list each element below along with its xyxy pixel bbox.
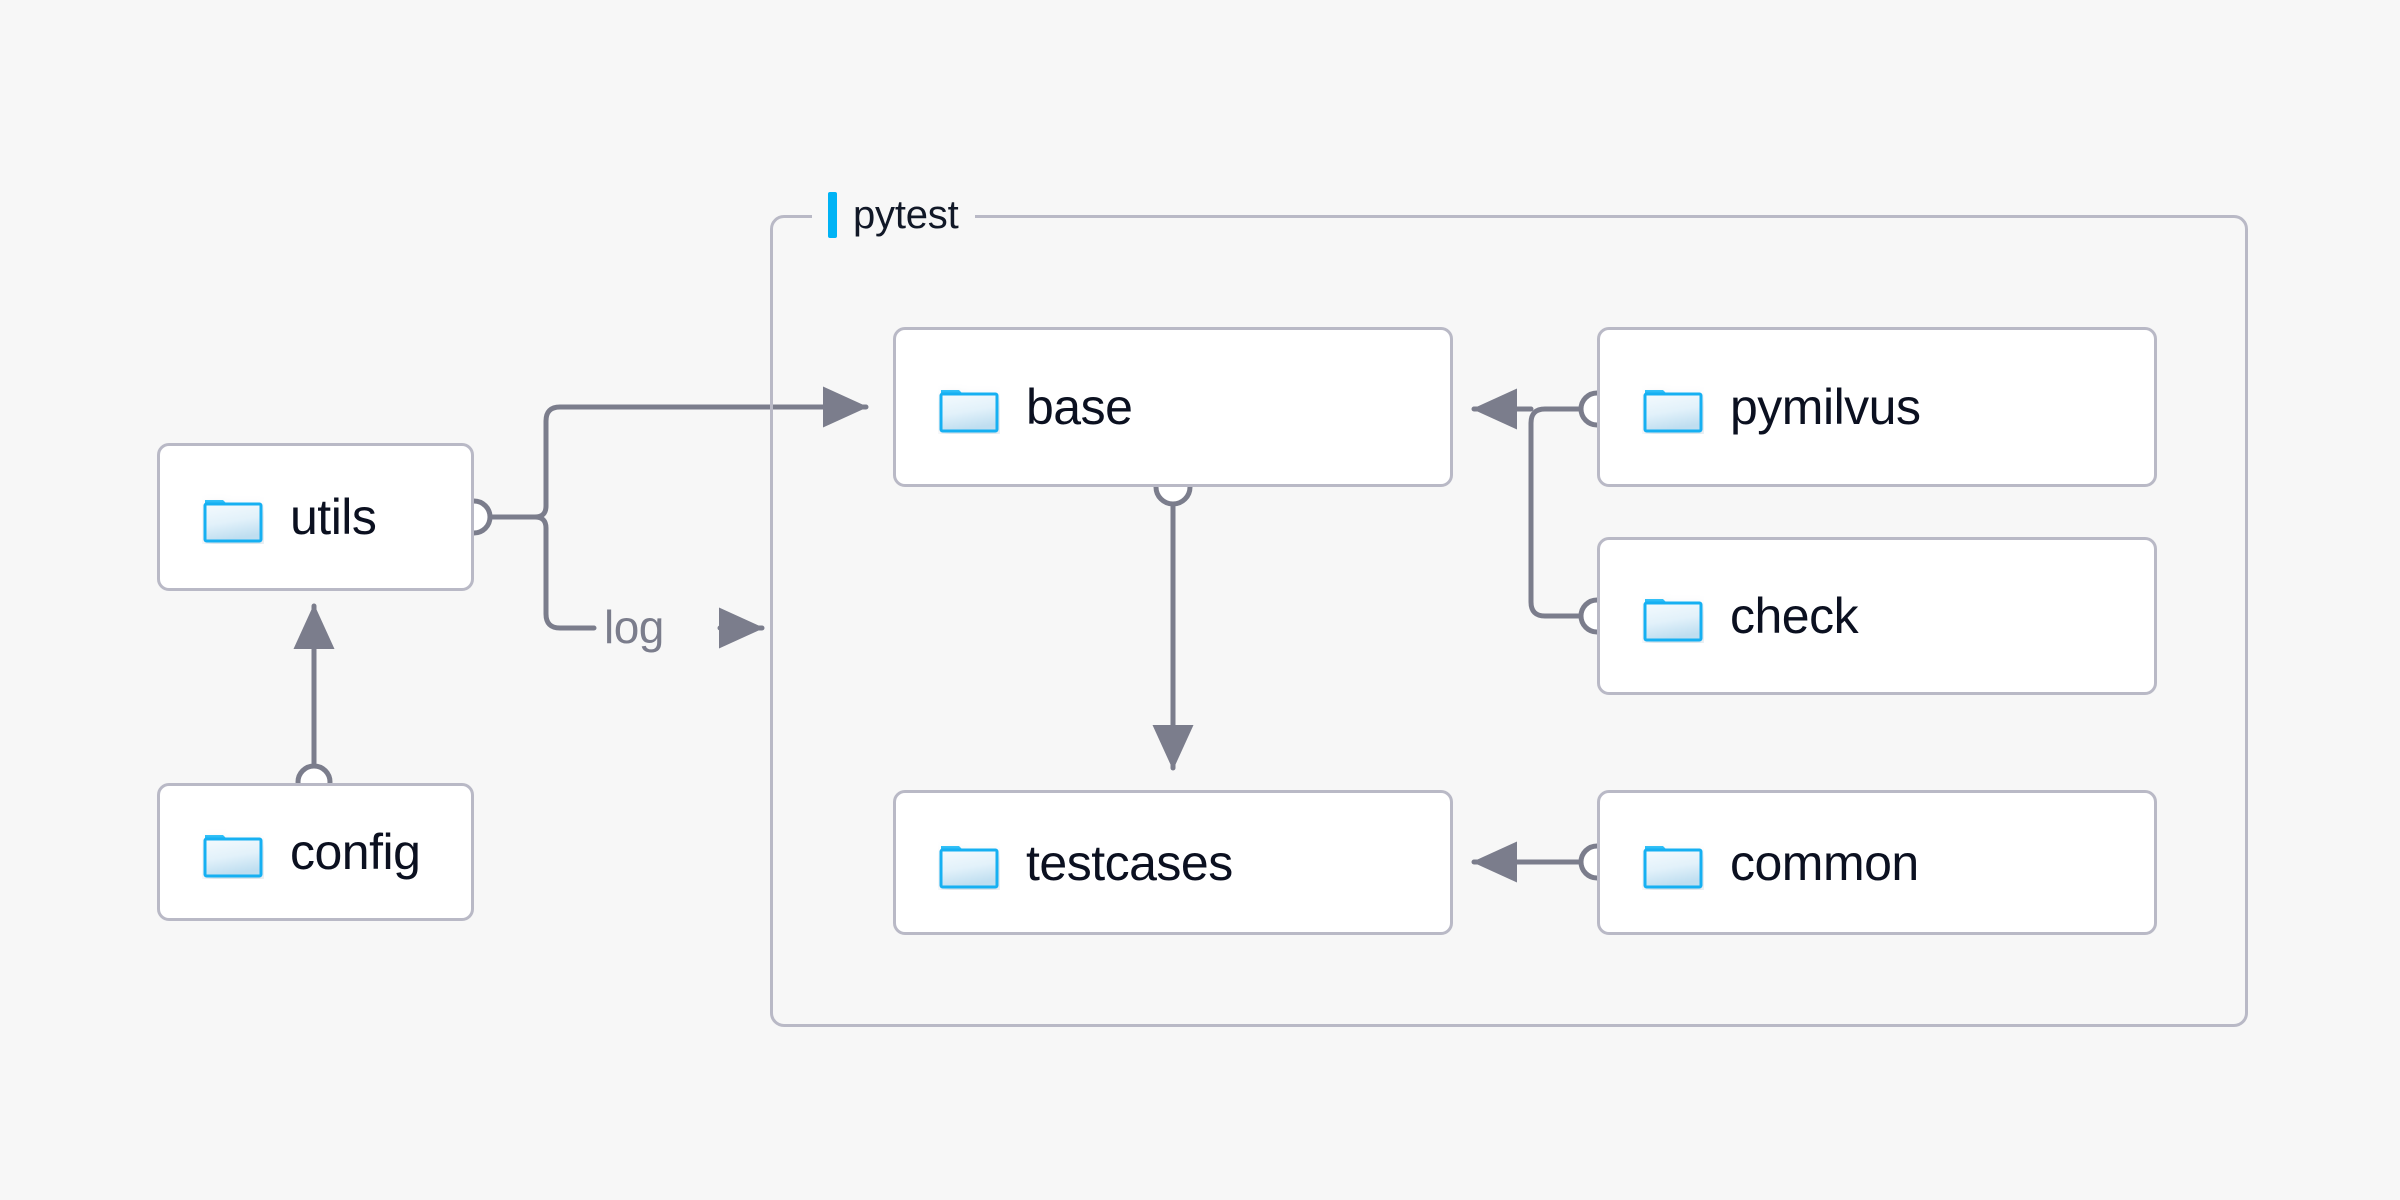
node-testcases[interactable]: testcases (893, 790, 1453, 935)
node-label-check: check (1730, 588, 1859, 644)
node-label-common: common (1730, 834, 1919, 891)
edge-pymilvus-base (1471, 388, 1583, 619)
accent-bar-icon (828, 192, 837, 238)
node-base[interactable]: base (893, 327, 1453, 487)
node-label-pymilvus: pymilvus (1730, 379, 1921, 435)
node-utils[interactable]: utils (157, 443, 474, 591)
node-label-base: base (1026, 379, 1133, 435)
node-label-config: config (290, 824, 421, 880)
folder-icon (1643, 845, 1703, 888)
folder-icon (1643, 599, 1703, 642)
node-config[interactable]: config (157, 783, 474, 921)
folder-icon (203, 500, 263, 543)
edge-utils-log (532, 514, 765, 649)
node-pymilvus[interactable]: pymilvus (1597, 327, 2157, 487)
folder-icon (1643, 390, 1703, 433)
edge-label-log: log (604, 601, 664, 653)
folder-icon (939, 390, 999, 433)
node-label-testcases: testcases (1026, 834, 1233, 891)
node-check[interactable]: check (1597, 537, 2157, 695)
pytest-group-label: pytest (812, 188, 975, 242)
node-common[interactable]: common (1597, 790, 2157, 935)
group-title-text: pytest (853, 192, 959, 237)
folder-icon (939, 845, 999, 888)
pytest-group-container (770, 215, 2248, 1027)
folder-icon (203, 835, 263, 878)
node-label-utils: utils (290, 489, 377, 545)
